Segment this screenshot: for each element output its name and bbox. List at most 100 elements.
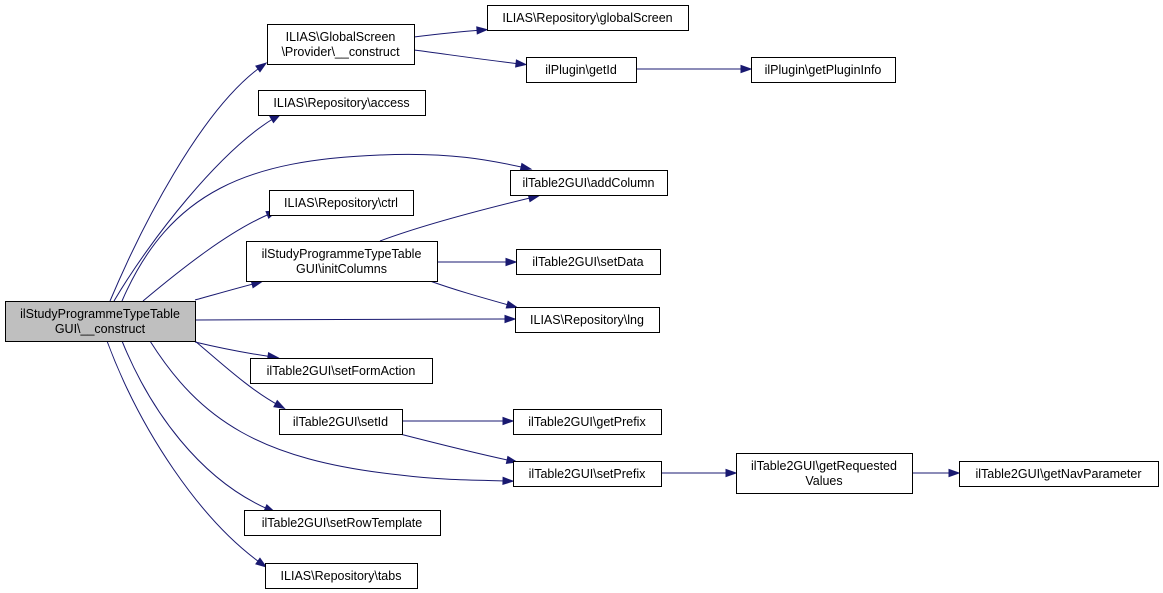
edge-root-to-table_setid (194, 340, 286, 410)
edge-arrowhead (476, 26, 489, 35)
node-table-setformaction[interactable]: ilTable2GUI\setFormAction (250, 358, 433, 384)
node-label-line: ilTable2GUI\setData (532, 255, 643, 269)
node-label-line: ilTable2GUI\setFormAction (267, 364, 416, 378)
node-box[interactable] (279, 409, 403, 435)
edge-line (149, 340, 509, 482)
node-repo-globalscreen[interactable]: ILIAS\Repository\globalScreen (487, 5, 689, 31)
edge-table_setid-to-table_getprefix (401, 416, 515, 426)
node-table-setid[interactable]: ilTable2GUI\setId (279, 409, 403, 435)
node-label-line: ilPlugin\getId (545, 63, 617, 77)
node-box[interactable] (526, 57, 637, 83)
edge-arrowhead (505, 257, 518, 267)
edge-initcolumns-to-table_setdata (437, 257, 518, 267)
edge-arrowhead (725, 468, 738, 478)
node-repo-lng[interactable]: ILIAS\Repository\lng (515, 307, 660, 333)
edge-root-to-table_setformaction (194, 341, 280, 361)
edge-line (109, 65, 263, 302)
node-box[interactable] (269, 190, 414, 216)
node-box[interactable] (515, 307, 660, 333)
edge-line (194, 340, 281, 407)
node-box[interactable] (510, 170, 668, 196)
edge-arrowhead (504, 314, 517, 324)
node-box[interactable] (265, 563, 418, 589)
node-table-setdata[interactable]: ilTable2GUI\setData (516, 249, 661, 275)
node-label-line: ilTable2GUI\setId (293, 415, 388, 429)
node-label-line: ilPlugin\getPluginInfo (765, 63, 882, 77)
node-plugin-getid[interactable]: ilPlugin\getId (526, 57, 637, 83)
edge-arrowhead (505, 300, 519, 309)
node-globalscreen-provider[interactable]: ILIAS\GlobalScreen\Provider\__construct (267, 24, 415, 65)
node-plugin-getplugininfo[interactable]: ilPlugin\getPluginInfo (751, 57, 896, 83)
edge-arrowhead (502, 476, 515, 486)
node-box[interactable] (267, 24, 415, 65)
node-box[interactable] (258, 90, 426, 116)
edge-arrowhead (515, 59, 528, 68)
node-repo-ctrl[interactable]: ILIAS\Repository\ctrl (269, 190, 414, 216)
node-label-line: GUI\initColumns (296, 262, 387, 276)
edge-globalscreen_provider-to-plugin_getid (413, 49, 528, 68)
node-label-line: Values (805, 474, 842, 488)
node-label-line: ilTable2GUI\addColumn (522, 176, 654, 190)
edge-globalscreen_provider-to-repo_globalscreen (413, 26, 489, 38)
node-box[interactable] (959, 461, 1159, 487)
node-label-line: ilTable2GUI\setRowTemplate (262, 516, 423, 530)
edge-line (399, 433, 513, 462)
node-label-line: GUI\__construct (55, 322, 146, 336)
node-table-addcolumn[interactable]: ilTable2GUI\addColumn (510, 170, 668, 196)
edge-arrowhead (519, 162, 533, 171)
edge-initcolumns-to-repo_lng (429, 280, 519, 309)
edge-table_setprefix-to-table_getrequestedvalues (661, 468, 738, 478)
node-box[interactable] (244, 510, 441, 536)
edge-root-to-repo_tabs (106, 340, 268, 568)
node-box[interactable] (246, 241, 438, 282)
node-box[interactable] (751, 57, 896, 83)
edge-line (429, 280, 513, 307)
edge-line (121, 153, 527, 302)
edge-table_getrequestedvalues-to-table_getnavparameter (912, 468, 961, 478)
node-label-line: ilTable2GUI\setPrefix (529, 467, 646, 481)
node-box[interactable] (513, 409, 662, 435)
edge-table_setid-to-table_setprefix (399, 433, 519, 464)
node-repo-tabs[interactable]: ILIAS\Repository\tabs (265, 563, 418, 589)
edge-line (379, 196, 535, 242)
edge-line (194, 318, 511, 321)
node-label-line: ilTable2GUI\getNavParameter (975, 467, 1141, 481)
edge-line (113, 116, 277, 302)
node-label-line: \Provider\__construct (281, 45, 400, 59)
node-box[interactable] (513, 461, 662, 487)
edge-line (142, 212, 273, 302)
node-table-setprefix[interactable]: ilTable2GUI\setPrefix (513, 461, 662, 487)
node-box[interactable] (516, 249, 661, 275)
node-label-line: ilTable2GUI\getPrefix (528, 415, 646, 429)
edge-arrowhead (740, 64, 753, 74)
node-label-line: ILIAS\Repository\lng (530, 313, 644, 327)
node-table-getnavparameter[interactable]: ilTable2GUI\getNavParameter (959, 461, 1159, 487)
node-repo-access[interactable]: ILIAS\Repository\access (258, 90, 426, 116)
node-box[interactable] (5, 301, 196, 342)
edge-root-to-initcolumns (194, 280, 264, 301)
edge-line (413, 29, 483, 38)
node-label-line: ILIAS\Repository\ctrl (284, 196, 398, 210)
node-box[interactable] (487, 5, 689, 31)
edge-line (194, 341, 274, 358)
edge-root-to-globalscreen_provider (109, 62, 268, 302)
edge-layer (106, 26, 961, 568)
edge-arrowhead (255, 557, 268, 568)
node-label-line: ilStudyProgrammeTypeTable (20, 307, 180, 321)
node-label-line: ILIAS\Repository\tabs (281, 569, 402, 583)
edge-line (194, 282, 258, 301)
edge-root-to-repo_lng (194, 314, 517, 324)
node-table-getprefix[interactable]: ilTable2GUI\getPrefix (513, 409, 662, 435)
node-box[interactable] (250, 358, 433, 384)
node-box[interactable] (736, 453, 913, 494)
edge-arrowhead (255, 62, 268, 73)
edge-arrowhead (502, 416, 515, 426)
node-table-setrowtemplate[interactable]: ilTable2GUI\setRowTemplate (244, 510, 441, 536)
edge-root-to-table_addcolumn (121, 153, 533, 302)
node-label-line: ILIAS\Repository\access (273, 96, 409, 110)
edge-arrowhead (273, 399, 286, 410)
